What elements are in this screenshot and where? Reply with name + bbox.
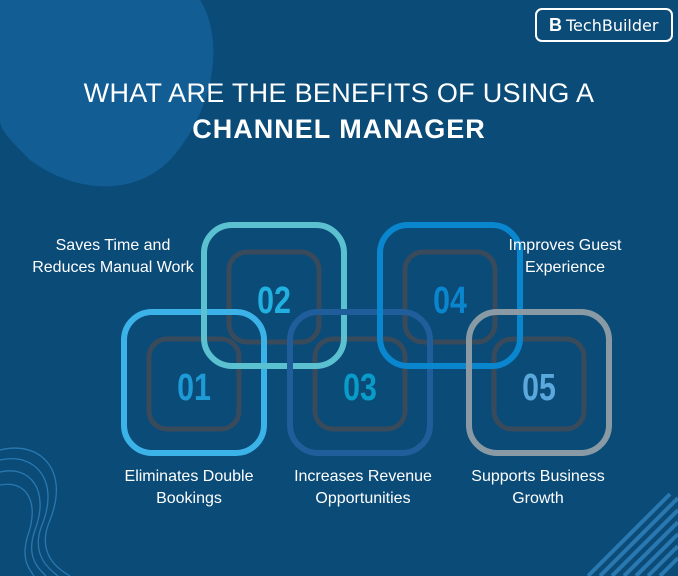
benefit-number-04: 04 [433, 280, 467, 322]
inner-square-4 [402, 249, 498, 345]
title-line-1: WHAT ARE THE BENEFITS OF USING A [83, 78, 595, 108]
outer-ring-05 [466, 309, 612, 456]
techbuilder-logo: B TechBuilder [535, 8, 673, 42]
benefit-label-01: Eliminates Double Bookings [124, 468, 254, 507]
benefit-label-03: Increases Revenue Opportunities [294, 468, 432, 507]
benefit-number-05: 05 [522, 367, 556, 409]
outer-ring-04 [377, 222, 523, 369]
benefit-label-04: Improves Guest Experience [508, 237, 622, 276]
inner-square-3 [312, 336, 408, 432]
benefit-number-02: 02 [257, 280, 291, 322]
title-line-2: CHANNEL MANAGER [192, 114, 486, 144]
inner-square-5 [491, 336, 587, 432]
outer-ring-03 [287, 309, 433, 456]
benefit-number-01: 01 [177, 367, 211, 409]
logo-text: TechBuilder [566, 15, 659, 35]
benefit-number-03: 03 [343, 367, 377, 409]
outer-ring-02 [201, 222, 347, 369]
wave-lines [0, 447, 71, 576]
logo-mark-icon: B [549, 14, 562, 35]
outer-ring-01 [121, 309, 267, 456]
inner-square-2 [226, 249, 322, 345]
benefit-label-02: Saves Time and Reduces Manual Work [32, 237, 194, 276]
blob-shape [0, 0, 214, 187]
stripe-pattern [586, 492, 678, 576]
inner-square-1 [146, 336, 242, 432]
benefit-label-05: Supports Business Growth [471, 468, 605, 507]
